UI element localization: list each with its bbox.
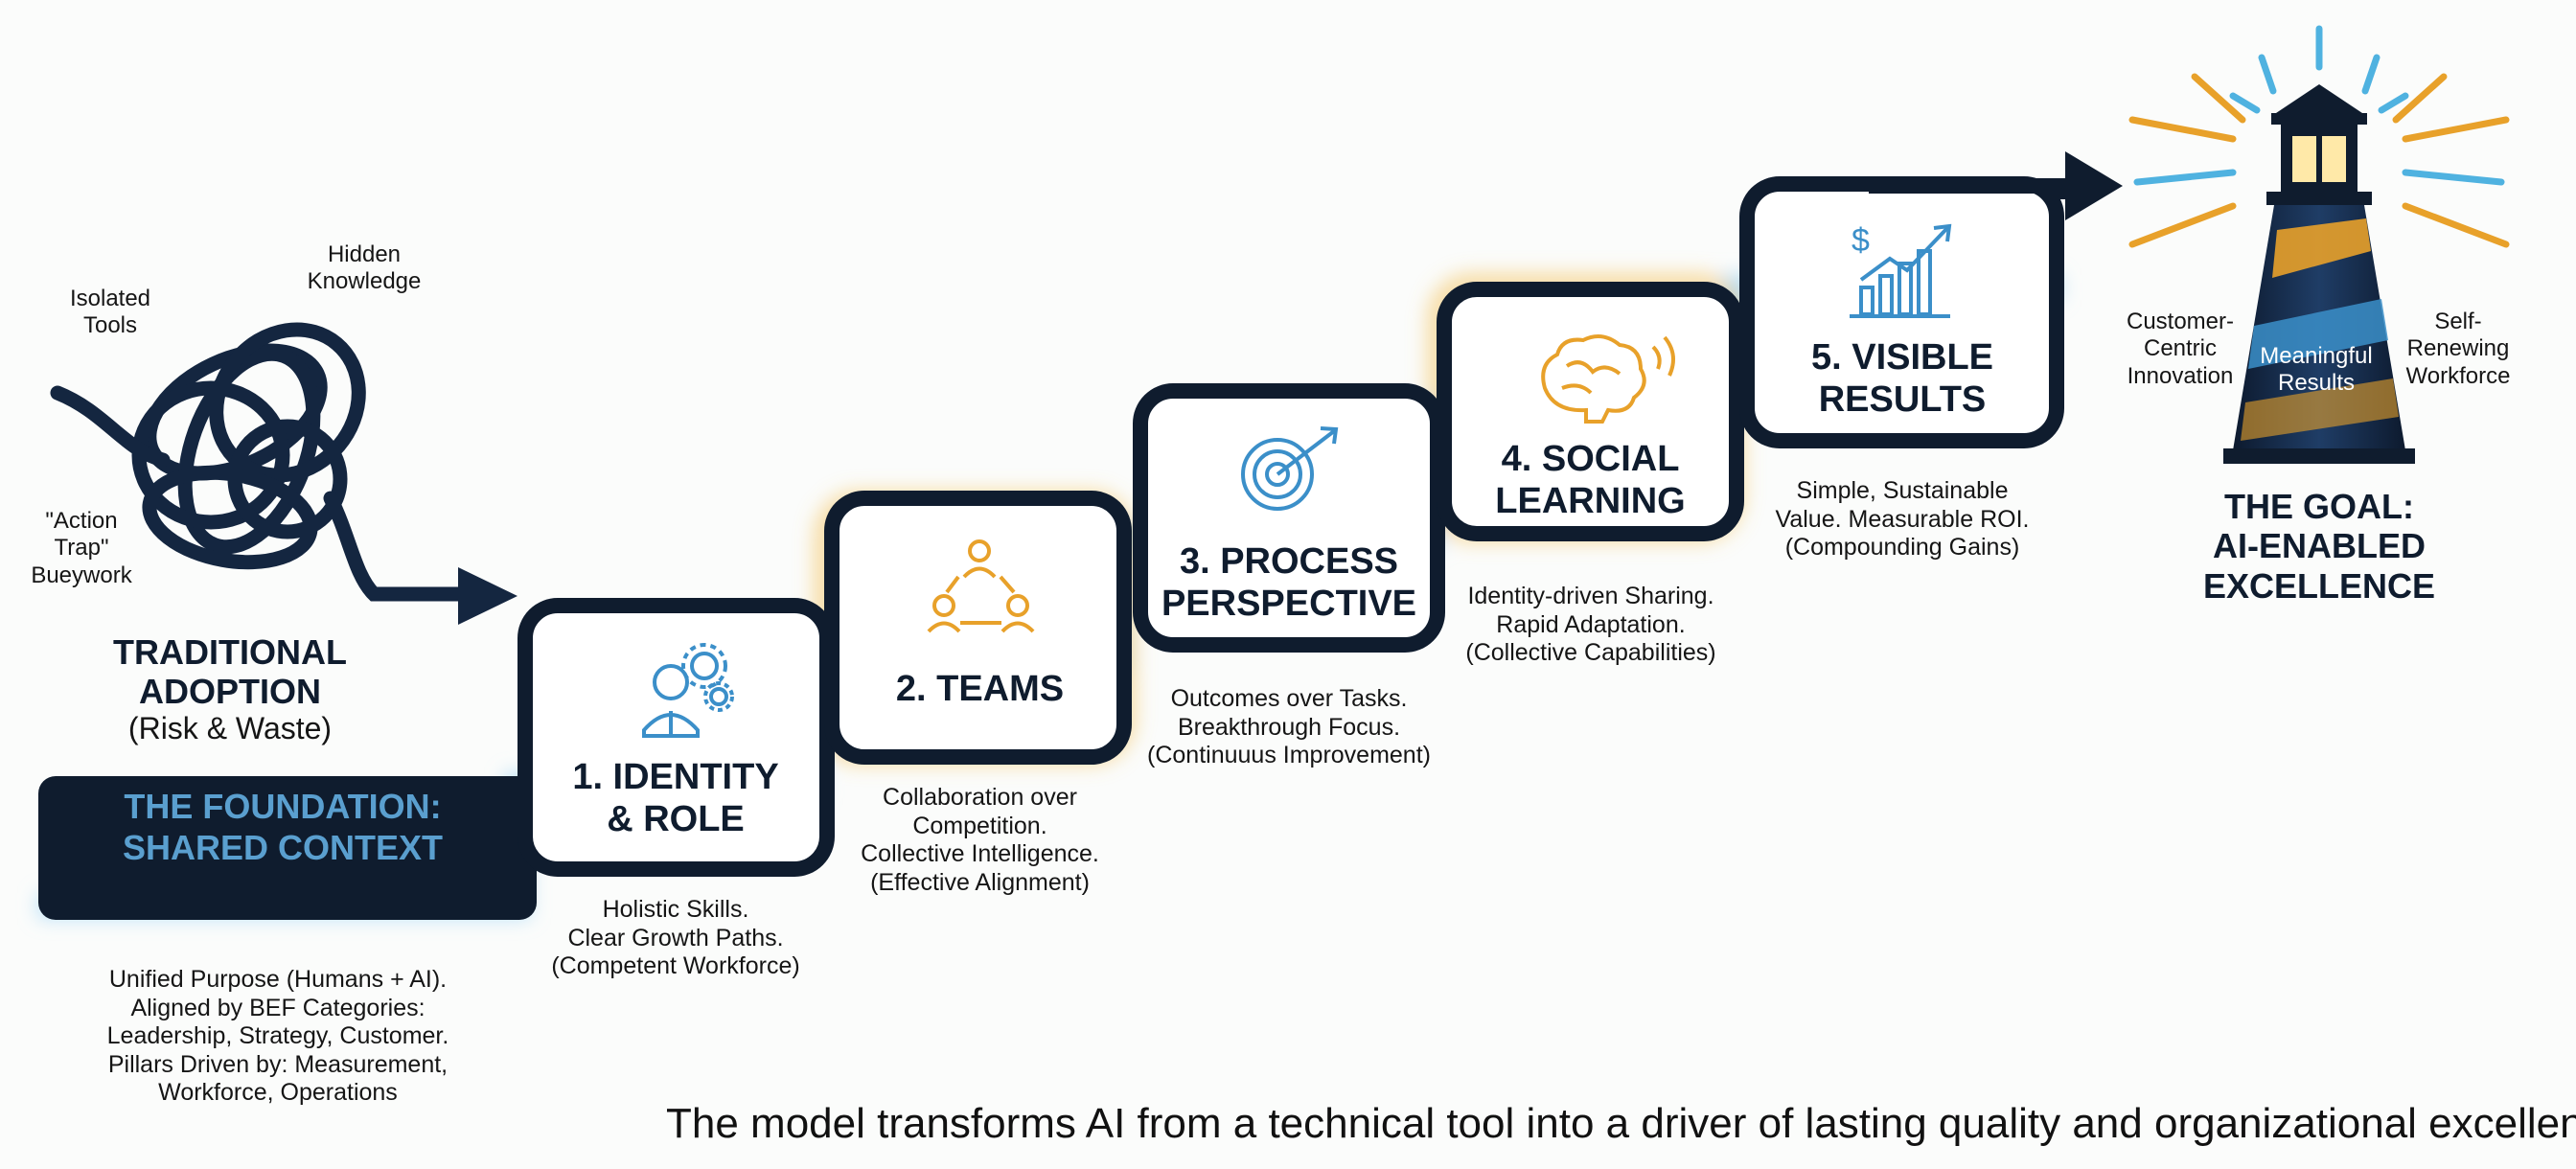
lighthouse-icon (2223, 84, 2415, 464)
step-box-3 (1133, 383, 1445, 653)
person-gears-icon (642, 643, 734, 738)
step-3-title: 3. PROCESS PERSPECTIVE (1161, 541, 1417, 624)
step-3-desc: Outcomes over Tasks. Breakthrough Focus.… (1147, 685, 1431, 768)
step-box-2 (824, 491, 1132, 765)
goal-arrow-head (2065, 151, 2123, 220)
step-5-desc: Simple, Sustainable Value. Measurable RO… (1775, 477, 2030, 561)
step-box-4 (1437, 282, 1744, 541)
goal-left-label: Customer-Centric Innovation (2126, 309, 2235, 389)
team-circle-icon (927, 539, 1035, 633)
label-action-trap: "Action Trap" Bueywork (31, 508, 132, 588)
label-hidden-knowledge: Hidden Knowledge (307, 241, 422, 295)
foundation-desc: Unified Purpose (Humans + AI). Aligned b… (106, 966, 449, 1106)
step-4-title: 4. SOCIAL LEARNING (1495, 439, 1686, 521)
goal-title: THE GOAL: AI-ENABLED EXCELLENCE (2202, 487, 2436, 606)
step-1-title: 1. IDENTITY & ROLE (572, 757, 779, 839)
step-4-desc: Identity-driven Sharing. Rapid Adaptatio… (1465, 583, 1716, 666)
knot-arrow-head (458, 567, 518, 625)
step-2-desc: Collaboration over Competition. Collecti… (861, 784, 1099, 896)
step-1-desc: Holistic Skills. Clear Growth Paths. (Co… (551, 896, 800, 979)
foundation-block (38, 776, 537, 920)
dollar-sign-glyph: $ (1852, 222, 1870, 259)
step-2-title: 2. TEAMS (895, 669, 1065, 709)
light-rays (2128, 25, 2510, 248)
target-icon (1241, 426, 1339, 511)
traditional-subtitle: (Risk & Waste) (127, 711, 333, 745)
tangled-knot-icon (50, 322, 468, 602)
traditional-title: TRADITIONAL ADOPTION (113, 632, 347, 712)
bottom-caption: The model transforms AI from a technical… (666, 1100, 2576, 1147)
brain-icon (1541, 334, 1675, 424)
goal-right-label: Self-Renewing Workforce (2405, 309, 2511, 389)
foundation-title: THE FOUNDATION: SHARED CONTEXT (122, 787, 444, 868)
growth-chart-icon (1850, 223, 1952, 318)
label-isolated-tools: Isolated Tools (69, 286, 151, 339)
step-5-title: 5. VISIBLE RESULTS (1810, 337, 1994, 420)
goal-center-label: Meaningful Results (2260, 343, 2373, 397)
